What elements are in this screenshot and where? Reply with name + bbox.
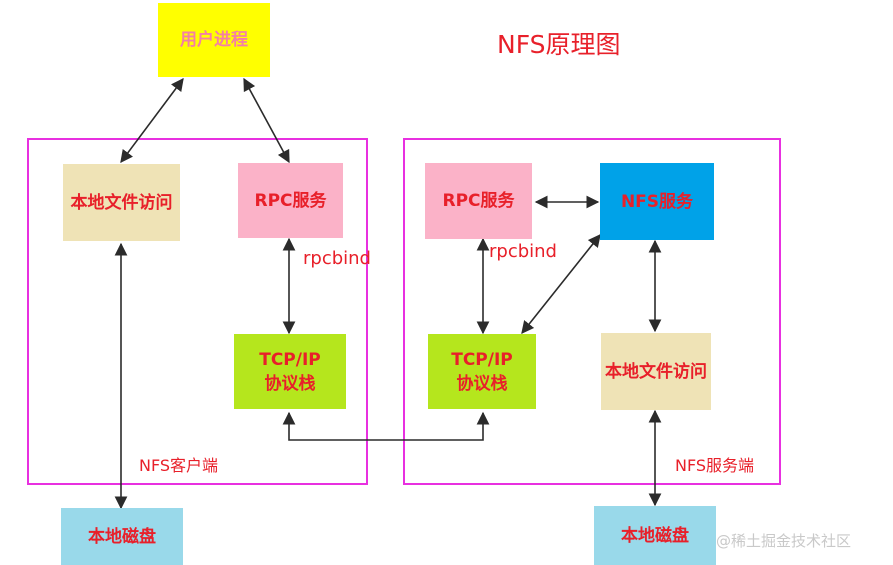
client-tcpip-line2: 协议栈 (264, 373, 316, 394)
server-nfs-service-label: NFS服务 (620, 191, 694, 212)
arrow-user-to-client-rpc (243, 77, 290, 164)
client-local-disk-label: 本地磁盘 (88, 526, 156, 547)
watermark: @稀土掘金技术社区 (716, 532, 852, 550)
diagram-title: NFS原理图 (497, 30, 621, 59)
client-local-disk-box: 本地磁盘 (61, 508, 183, 565)
arrow-user-to-local-access (120, 77, 184, 164)
server-local-file-access-label: 本地文件访问 (605, 361, 707, 382)
client-rpc-service-label: RPC服务 (254, 190, 327, 211)
client-local-file-access-label: 本地文件访问 (70, 192, 173, 213)
server-tcpip-line1: TCP/IP (451, 349, 513, 370)
server-local-file-access-box: 本地文件访问 (601, 333, 711, 410)
server-rpc-service-label: RPC服务 (442, 191, 515, 211)
arrow-client-tcp-to-server-tcp (282, 411, 490, 441)
user-process-label: 用户进程 (180, 30, 248, 50)
server-local-disk-box: 本地磁盘 (594, 506, 716, 565)
client-rpc-service-box: RPC服务 (238, 163, 343, 238)
client-tcpip-stack-box: TCP/IP 协议栈 (234, 334, 346, 409)
server-tcpip-line2: 协议栈 (456, 373, 508, 394)
server-local-disk-label: 本地磁盘 (621, 525, 689, 546)
server-rpc-service-box: RPC服务 (425, 163, 532, 239)
nfs-client-frame (27, 138, 368, 485)
arrow-nfs-to-server-tcp (521, 233, 601, 335)
server-nfs-service-box: NFS服务 (600, 163, 714, 240)
client-local-file-access-box: 本地文件访问 (63, 164, 180, 241)
user-process-box: 用户进程 (158, 3, 270, 77)
server-rpcbind-label: rpcbind (489, 241, 557, 262)
server-tcpip-stack-box: TCP/IP 协议栈 (428, 334, 536, 409)
client-tcpip-line1: TCP/IP (259, 349, 321, 370)
nfs-server-frame (403, 138, 781, 485)
nfs-server-label: NFS服务端 (675, 456, 755, 475)
client-rpcbind-label: rpcbind (303, 248, 371, 269)
nfs-client-label: NFS客户端 (139, 456, 219, 475)
